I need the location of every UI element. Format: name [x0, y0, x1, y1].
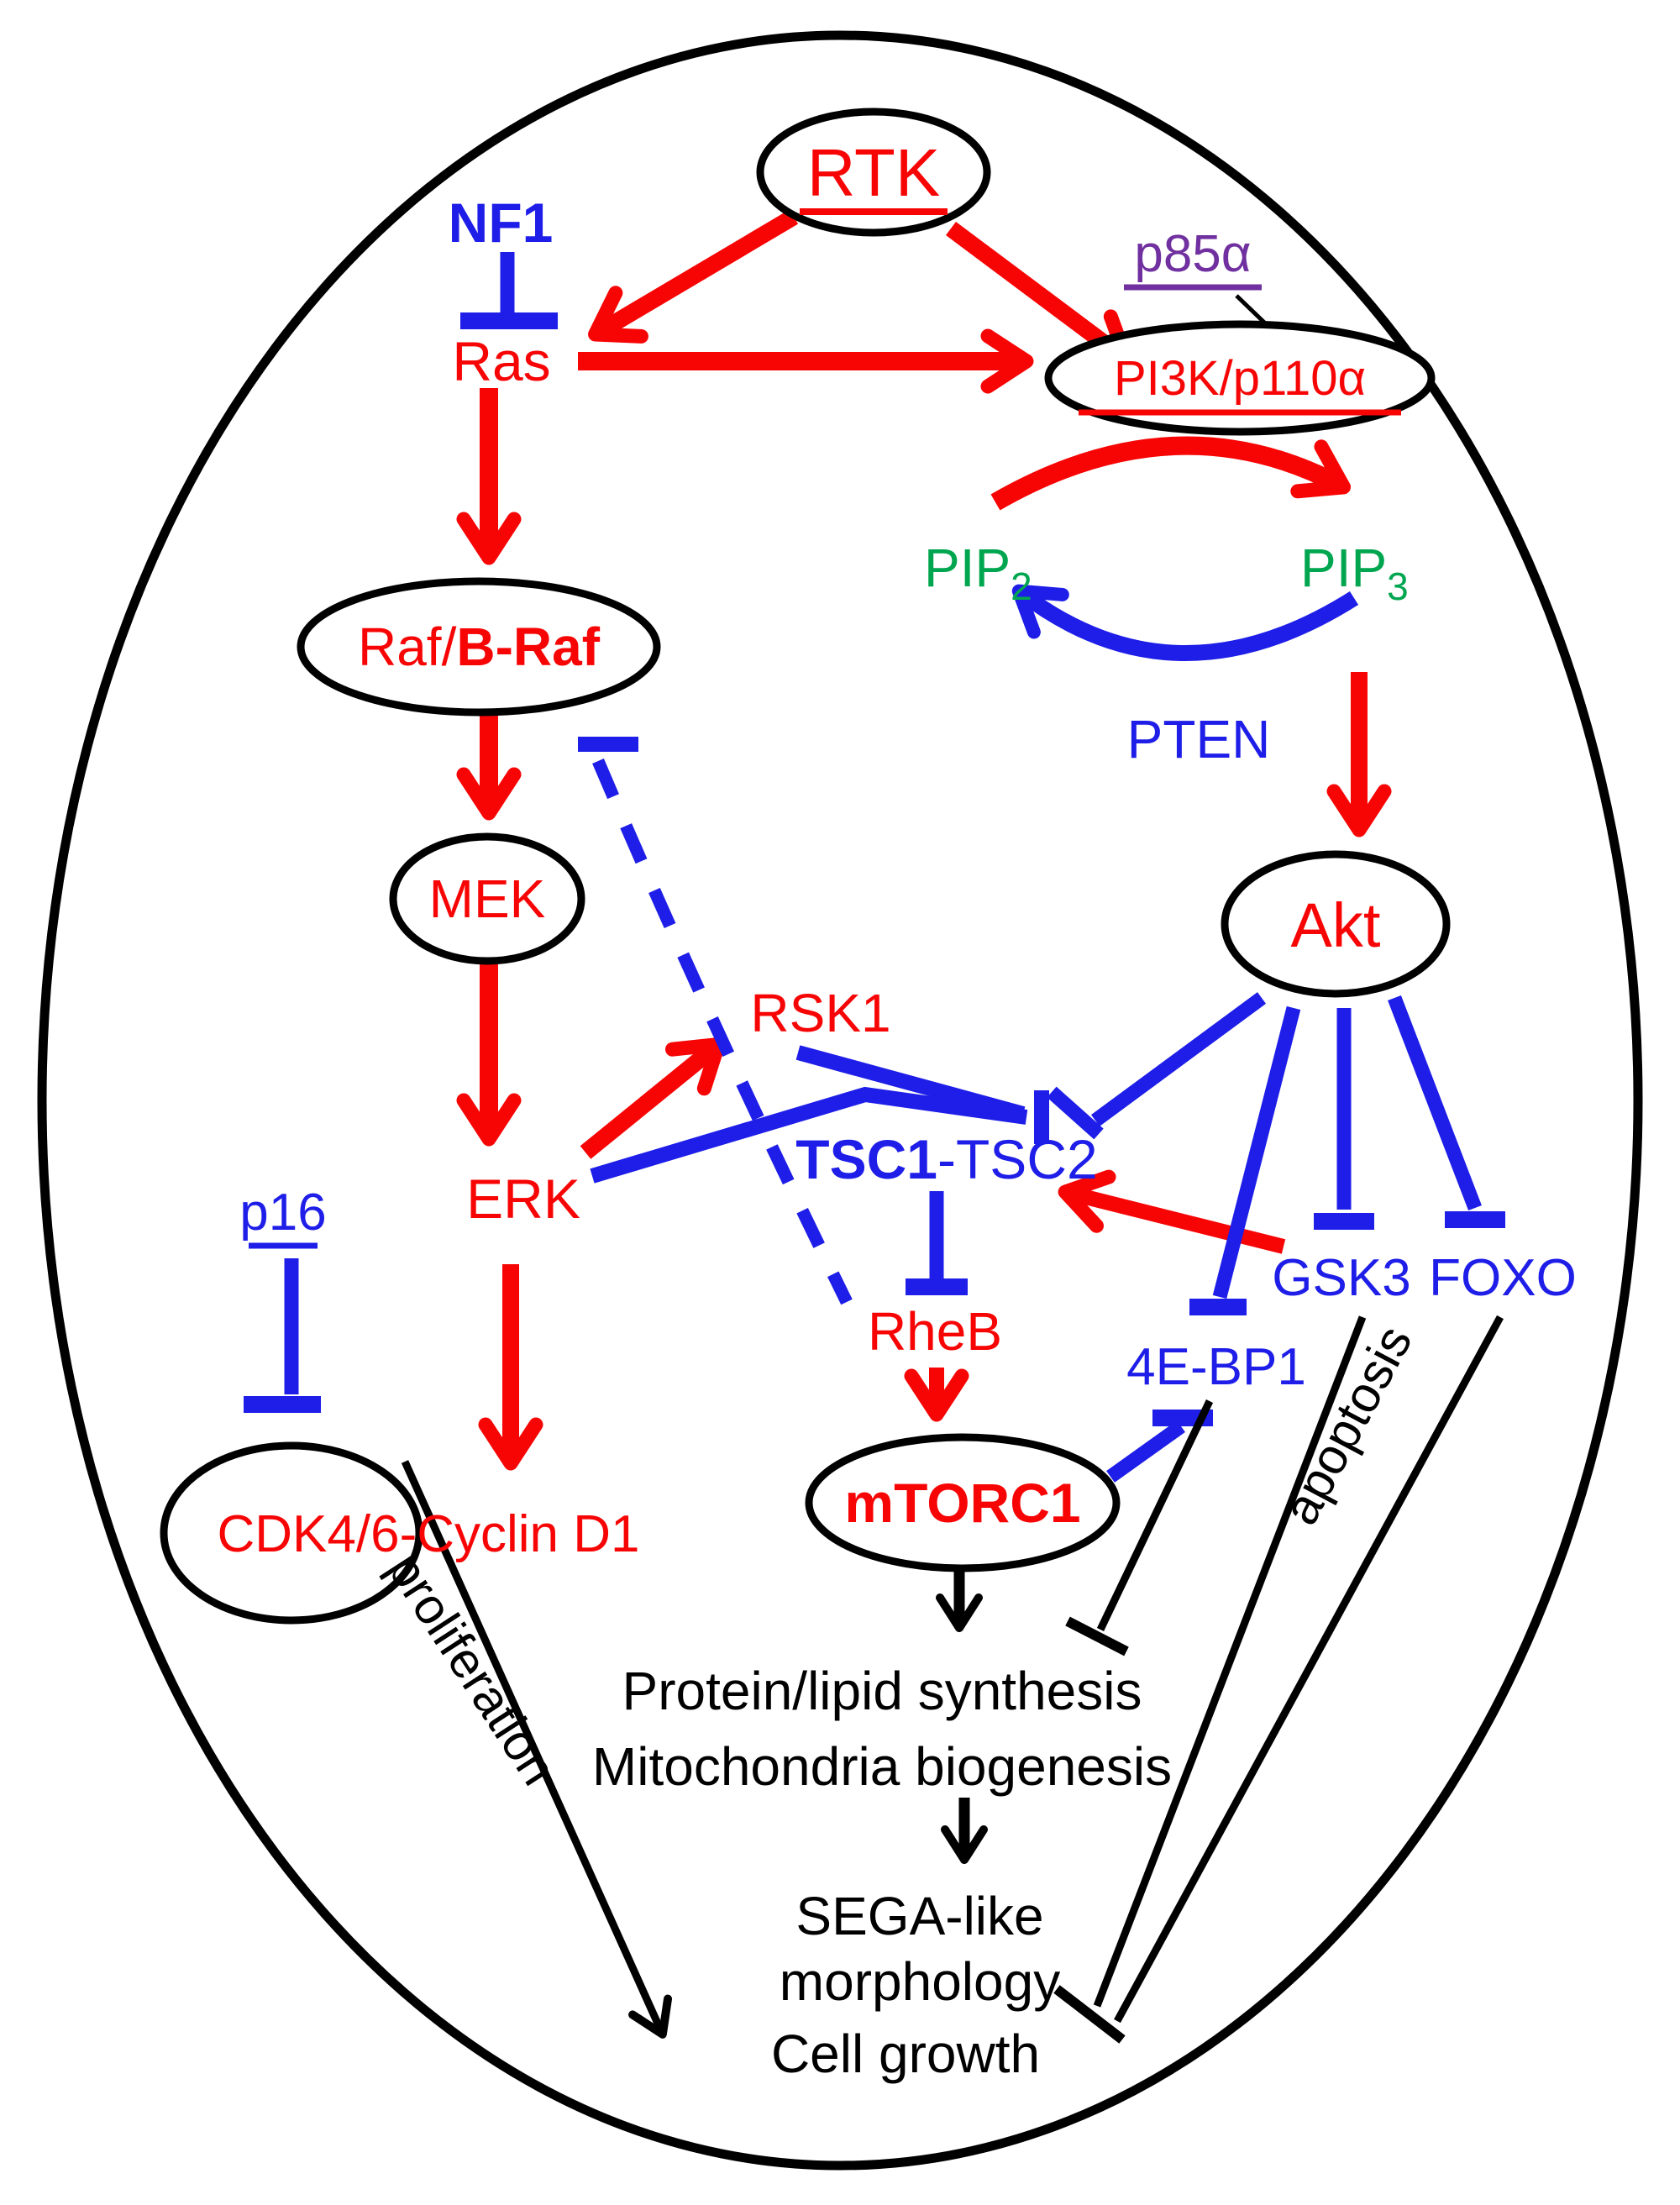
mek-label: MEK	[429, 869, 546, 929]
edge-pip2-pip3-arc	[990, 436, 1352, 511]
nf1-label: NF1	[449, 192, 554, 254]
4ebp1-label: 4E-BP1	[1126, 1338, 1306, 1396]
mek-ellipse	[389, 832, 585, 965]
inhib-rheb-raf-dashed	[592, 759, 853, 1305]
raf-ellipse	[297, 577, 661, 717]
akt-ellipse	[1221, 850, 1451, 998]
edge-erk-rsk1	[580, 1037, 726, 1159]
rtk-label: RTK	[807, 135, 941, 210]
biogenesis-label: Mitochondria biogenesis	[592, 1736, 1172, 1797]
erk-label: ERK	[466, 1168, 580, 1230]
mtorc1-label: mTORC1	[844, 1472, 1080, 1534]
gsk3-label: GSK3	[1272, 1249, 1410, 1307]
ras-label: Ras	[452, 330, 550, 392]
inhib-akt-foxo-stem	[1388, 995, 1482, 1211]
inhib-apoptosis-cellgrowth-bar	[1053, 1985, 1126, 2044]
inhib-rsk1-tsc-stem	[795, 1045, 1026, 1121]
akt-label: Akt	[1291, 890, 1381, 960]
cdk-cyclin-label: CDK4/6-Cyclin D1	[217, 1505, 639, 1563]
tsc-label: TSC1-TSC2	[795, 1128, 1097, 1190]
edge-gsk3-apoptosis	[1093, 1315, 1367, 2008]
sega-label-line1: SEGA-like	[795, 1886, 1043, 1946]
inhib-erk-tsc-stem	[590, 1086, 1028, 1184]
edge-foxo-apoptosis	[1114, 1315, 1504, 2024]
p85a-label: p85α	[1134, 225, 1251, 283]
pi3k-label: PI3K/p110α	[1114, 351, 1366, 406]
sega-label-line2: morphology	[780, 1951, 1060, 2012]
inhib-4ebp1-synthesis-stem	[1096, 1399, 1214, 1631]
foxo-label: FOXO	[1429, 1249, 1577, 1307]
inhib-akt-4ebp1-stem	[1212, 1005, 1301, 1299]
edge-gsk3-tsc	[1058, 1169, 1286, 1254]
inhib-akt-tsc-bar	[1047, 1086, 1104, 1140]
edge-pip3-pip2-pten-arc	[1011, 584, 1359, 661]
edge-rtk-pi3k	[946, 221, 1134, 367]
pten-label: PTEN	[1127, 709, 1271, 769]
inhib-akt-tsc-stem	[1090, 992, 1267, 1126]
synthesis-label: Protein/lipid synthesis	[622, 1661, 1142, 1721]
p16-label: p16	[239, 1184, 326, 1242]
edge-rtk-ras	[588, 209, 799, 344]
rtk-ellipse	[756, 108, 991, 237]
raf-label: Raf/B-Raf	[358, 617, 601, 677]
pi3k-ellipse	[1044, 320, 1436, 436]
cdk-ellipse	[160, 1441, 423, 1625]
inhib-mtorc1-4ebp1-stem	[1106, 1420, 1185, 1483]
inhib-4ebp1-synthesis-bar	[1065, 1616, 1129, 1656]
rheb-label: RheB	[868, 1301, 1002, 1362]
pip3-label: PIP3	[1300, 538, 1409, 608]
edge-cdk-proliferation-cellgrowth	[401, 1460, 673, 2039]
rsk1-label: RSK1	[750, 983, 890, 1043]
cell-growth-label: Cell growth	[771, 2024, 1040, 2084]
mtorc1-ellipse	[805, 1433, 1121, 1572]
pip2-label: PIP2	[924, 538, 1032, 608]
